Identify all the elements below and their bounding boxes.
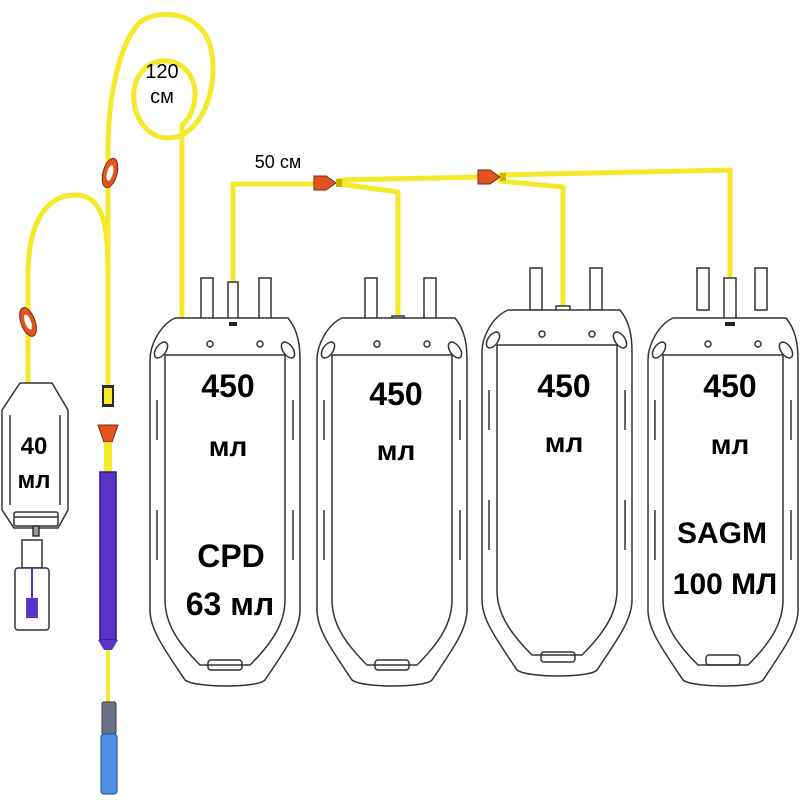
sample-volume: 40 [21, 433, 48, 460]
tubing-network [25, 12, 733, 398]
sample-unit: мл [18, 467, 51, 494]
bag4-volume: 450 [703, 368, 756, 404]
bag2-volume: 450 [369, 376, 422, 412]
bag1-volume: 450 [201, 368, 254, 404]
bag3-unit: мл [545, 427, 584, 458]
bag1-unit: мл [209, 431, 248, 462]
tube-main [337, 174, 485, 183]
tube-long-unit: см [150, 86, 174, 108]
bag4-solution-volume: 100 МЛ [673, 568, 777, 601]
tube-long-length: 120 [145, 61, 178, 83]
bag2-unit: мл [377, 435, 416, 466]
y-connector-icon [313, 175, 342, 191]
leukocyte-filter-icon [97, 385, 119, 702]
roller-clamp-icon [101, 157, 119, 189]
bag-4 [647, 267, 799, 687]
tube-bag4 [497, 167, 733, 323]
needle-icon [100, 701, 118, 795]
tube-short-label: 50 см [255, 152, 301, 172]
bag-1 [149, 277, 301, 687]
bag4-solution: SAGM [677, 517, 767, 550]
donor-tube [105, 12, 216, 398]
y-connector-icon [477, 169, 506, 185]
bag1-solution-volume: 63 мл [186, 586, 274, 622]
bag1-solution: CPD [197, 538, 265, 574]
bag3-volume: 450 [537, 368, 590, 404]
bag4-unit: мл [711, 429, 750, 460]
tube-bag2 [337, 181, 401, 323]
roller-clamp-icon [19, 307, 37, 337]
bag-3 [481, 267, 633, 677]
sample-pouch [1, 382, 69, 631]
bag-2 [316, 277, 468, 687]
port-rings [229, 322, 735, 326]
tube-50cm [230, 181, 325, 323]
tube-bag3 [497, 178, 566, 313]
sample-tube [25, 192, 111, 398]
